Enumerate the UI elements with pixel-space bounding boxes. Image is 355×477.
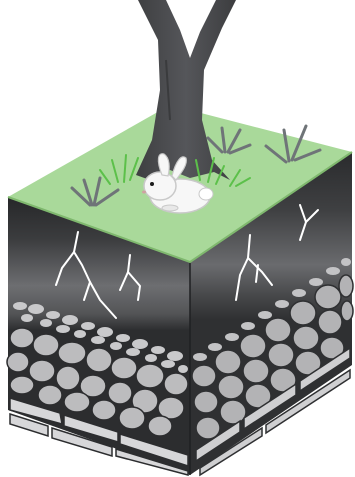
soil-cross-section-illustration	[0, 0, 355, 477]
